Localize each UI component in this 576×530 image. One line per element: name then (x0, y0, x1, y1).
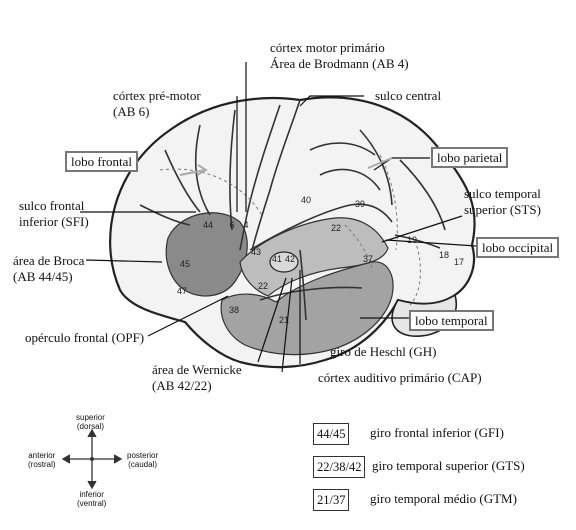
brodmann-area-40: 40 (301, 195, 311, 205)
compass-bottom-1: inferior (79, 490, 104, 499)
compass (61, 428, 123, 490)
label-motor-primary-1: córtex motor primário (270, 40, 385, 55)
leader-lines (80, 62, 477, 373)
brodmann-area-41: 41 (272, 254, 282, 264)
label-parietal-lobe: lobo parietal (431, 147, 509, 168)
compass-bottom: inferior (ventral) (77, 490, 106, 508)
label-occipital-lobe: lobo occipital (476, 237, 560, 258)
compass-right: posterior (caudal) (127, 451, 158, 469)
brodmann-area-44: 44 (203, 220, 213, 230)
gfi-region (165, 212, 248, 297)
gyri-lines (139, 99, 446, 321)
label-temporal-lobe: lobo temporal (409, 310, 494, 331)
legend-code-gfi: 44/45 (313, 423, 350, 445)
label-central-sulcus: sulco central (375, 88, 442, 103)
legend-text-gts: giro temporal superior (GTS) (372, 458, 525, 473)
label-cap: córtex auditivo primário (CAP) (318, 370, 482, 385)
compass-left: anterior (rostral) (28, 451, 56, 469)
brodmann-area-4: 4 (243, 220, 248, 230)
label-ifs-1: sulco frontal (19, 198, 85, 213)
brodmann-area-38: 38 (229, 305, 239, 315)
compass-top-2: (dorsal) (76, 422, 105, 431)
legend-code-gtm: 21/37 (313, 489, 350, 511)
brodmann-area-21: 21 (279, 315, 289, 325)
brodmann-area-45: 45 (180, 259, 190, 269)
compass-bottom-2: (ventral) (77, 499, 107, 508)
label-broca-1: área de Broca (13, 253, 85, 268)
brodmann-area-22: 22 (331, 223, 341, 233)
compass-top-1: superior (76, 413, 105, 422)
compass-right-1: posterior (127, 451, 159, 460)
brodmann-area-18: 18 (439, 250, 449, 260)
label-motor-primary-2: Área de Brodmann (AB 4) (270, 56, 409, 71)
label-ifs-2: inferior (SFI) (19, 214, 89, 229)
compass-left-2: (rostral) (28, 460, 56, 469)
label-premotor-1: córtex pré-motor (113, 88, 201, 103)
brodmann-area-42: 42 (285, 254, 295, 264)
brodmann-area-37: 37 (363, 254, 373, 264)
legend-text-gtm: giro temporal médio (GTM) (370, 491, 517, 506)
label-opf: opérculo frontal (OPF) (25, 330, 145, 345)
brodmann-area-22: 22 (258, 281, 268, 291)
label-broca-2: (AB 44/45) (13, 269, 73, 284)
label-frontal-lobe: lobo frontal (65, 151, 139, 172)
legend-code-gts: 22/38/42 (313, 456, 366, 478)
gtm-region (220, 261, 394, 356)
legend-text-gfi: giro frontal inferior (GFI) (370, 425, 504, 440)
lobe-arrows (179, 157, 393, 176)
compass-right-2: (caudal) (128, 460, 158, 469)
brodmann-area-39: 39 (355, 199, 365, 209)
brodmann-area-17: 17 (454, 257, 464, 267)
heschl-gyrus (269, 251, 299, 273)
brodmann-area-19: 19 (407, 235, 417, 245)
dashed-boundaries (159, 154, 421, 306)
label-sts-1: sulco temporal (464, 186, 541, 201)
brodmann-area-43: 43 (251, 247, 261, 257)
gts-region (239, 217, 389, 297)
label-sts-2: superior (STS) (464, 202, 541, 217)
label-premotor-2: (AB 6) (113, 104, 150, 119)
label-heschl: giro de Heschl (GH) (330, 344, 437, 359)
compass-top: superior (dorsal) (76, 413, 105, 431)
brodmann-area-47: 47 (177, 286, 187, 296)
label-wernicke-1: área de Wernicke (152, 362, 242, 377)
label-wernicke-2: (AB 42/22) (152, 378, 212, 393)
brodmann-area-6: 6 (229, 220, 234, 230)
compass-left-1: anterior (28, 451, 56, 460)
